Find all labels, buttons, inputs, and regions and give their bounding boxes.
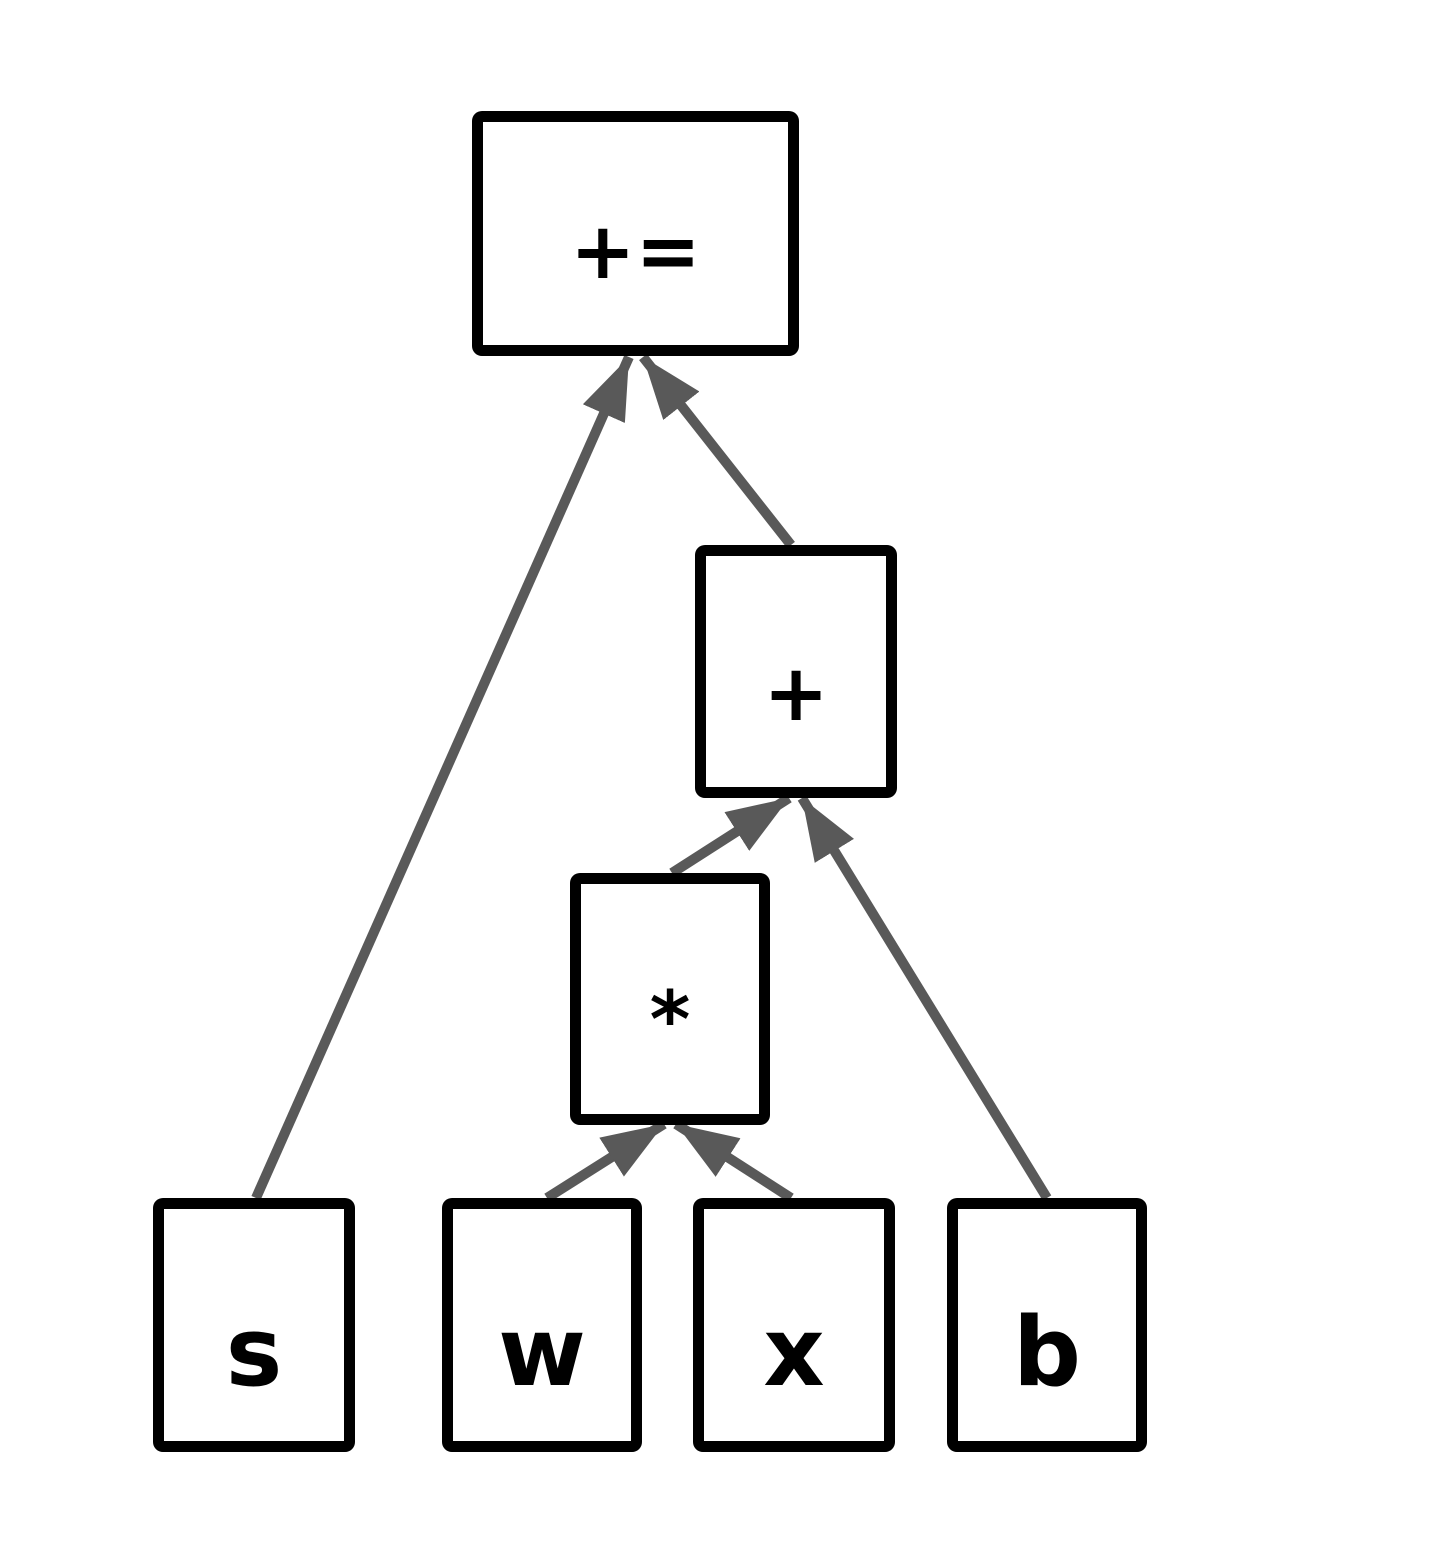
node-plus: + — [695, 545, 897, 798]
node-w: w — [442, 1198, 642, 1452]
node-x: x — [693, 1198, 895, 1452]
edge-times-to-plus — [669, 793, 792, 878]
edge-b-to-plus — [797, 795, 1052, 1201]
node-b: b — [947, 1198, 1147, 1452]
node-plus-assign-label: += — [570, 207, 701, 297]
node-s: s — [153, 1198, 355, 1452]
edge-plus-to-assign — [639, 353, 795, 549]
node-b-label: b — [1012, 1298, 1081, 1408]
edge-w-to-times — [544, 1119, 667, 1203]
edge-x-to-times — [673, 1119, 794, 1203]
node-x-label: x — [763, 1298, 825, 1408]
node-times-label: * — [649, 976, 691, 1066]
node-w-label: w — [498, 1298, 586, 1408]
node-s-label: s — [225, 1298, 283, 1408]
node-plus-assign: += — [472, 111, 799, 356]
node-times: * — [570, 873, 770, 1125]
node-plus-label: + — [763, 649, 829, 739]
